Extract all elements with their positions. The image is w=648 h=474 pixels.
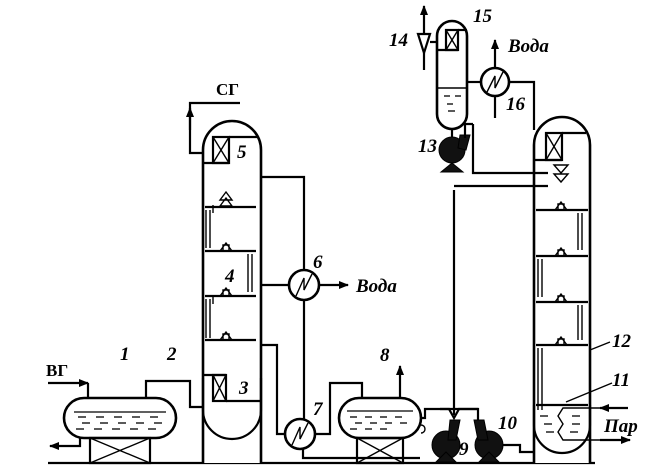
label-11: 11 xyxy=(612,370,630,391)
reflux-pump-13 xyxy=(438,122,473,173)
water-label-6: Вода xyxy=(355,276,397,297)
gas-line-1-to-2 xyxy=(144,379,203,409)
pump-10 xyxy=(473,419,545,463)
label-2: 2 xyxy=(166,344,177,365)
pump-9 xyxy=(431,190,478,463)
label-7: 7 xyxy=(313,399,324,420)
stripped-gas-label: СГ xyxy=(216,80,239,99)
ejector-14 xyxy=(416,5,437,70)
label-5: 5 xyxy=(237,142,247,163)
flash-vessel-8 xyxy=(337,365,480,465)
label-3: 3 xyxy=(238,378,249,399)
label-16: 16 xyxy=(506,94,526,115)
label-6: 6 xyxy=(313,252,323,273)
heat-exchanger-7 xyxy=(261,343,420,460)
water-label-16: Вода xyxy=(507,36,549,57)
label-4: 4 xyxy=(224,266,235,287)
label-9: 9 xyxy=(459,439,469,460)
liquid-outlet-arrow-1 xyxy=(49,438,82,450)
label-12: 12 xyxy=(612,331,632,352)
label-15: 15 xyxy=(473,6,493,27)
label-8: 8 xyxy=(380,345,390,366)
label-13: 13 xyxy=(418,136,437,157)
feed-gas-label: ВГ xyxy=(46,361,68,380)
label-10: 10 xyxy=(498,413,518,434)
separator-vessel-1 xyxy=(48,379,203,465)
label-1: 1 xyxy=(120,344,130,365)
regeneration-column-12 xyxy=(454,115,631,463)
absorber-column-2 xyxy=(186,101,263,463)
steam-label: Пар xyxy=(603,416,638,437)
cooler-6 xyxy=(261,175,349,425)
reboiler-coil-11 xyxy=(540,415,580,433)
reflux-drum-15 xyxy=(435,19,469,131)
condenser-16 xyxy=(467,39,536,130)
label-14: 14 xyxy=(389,30,408,51)
